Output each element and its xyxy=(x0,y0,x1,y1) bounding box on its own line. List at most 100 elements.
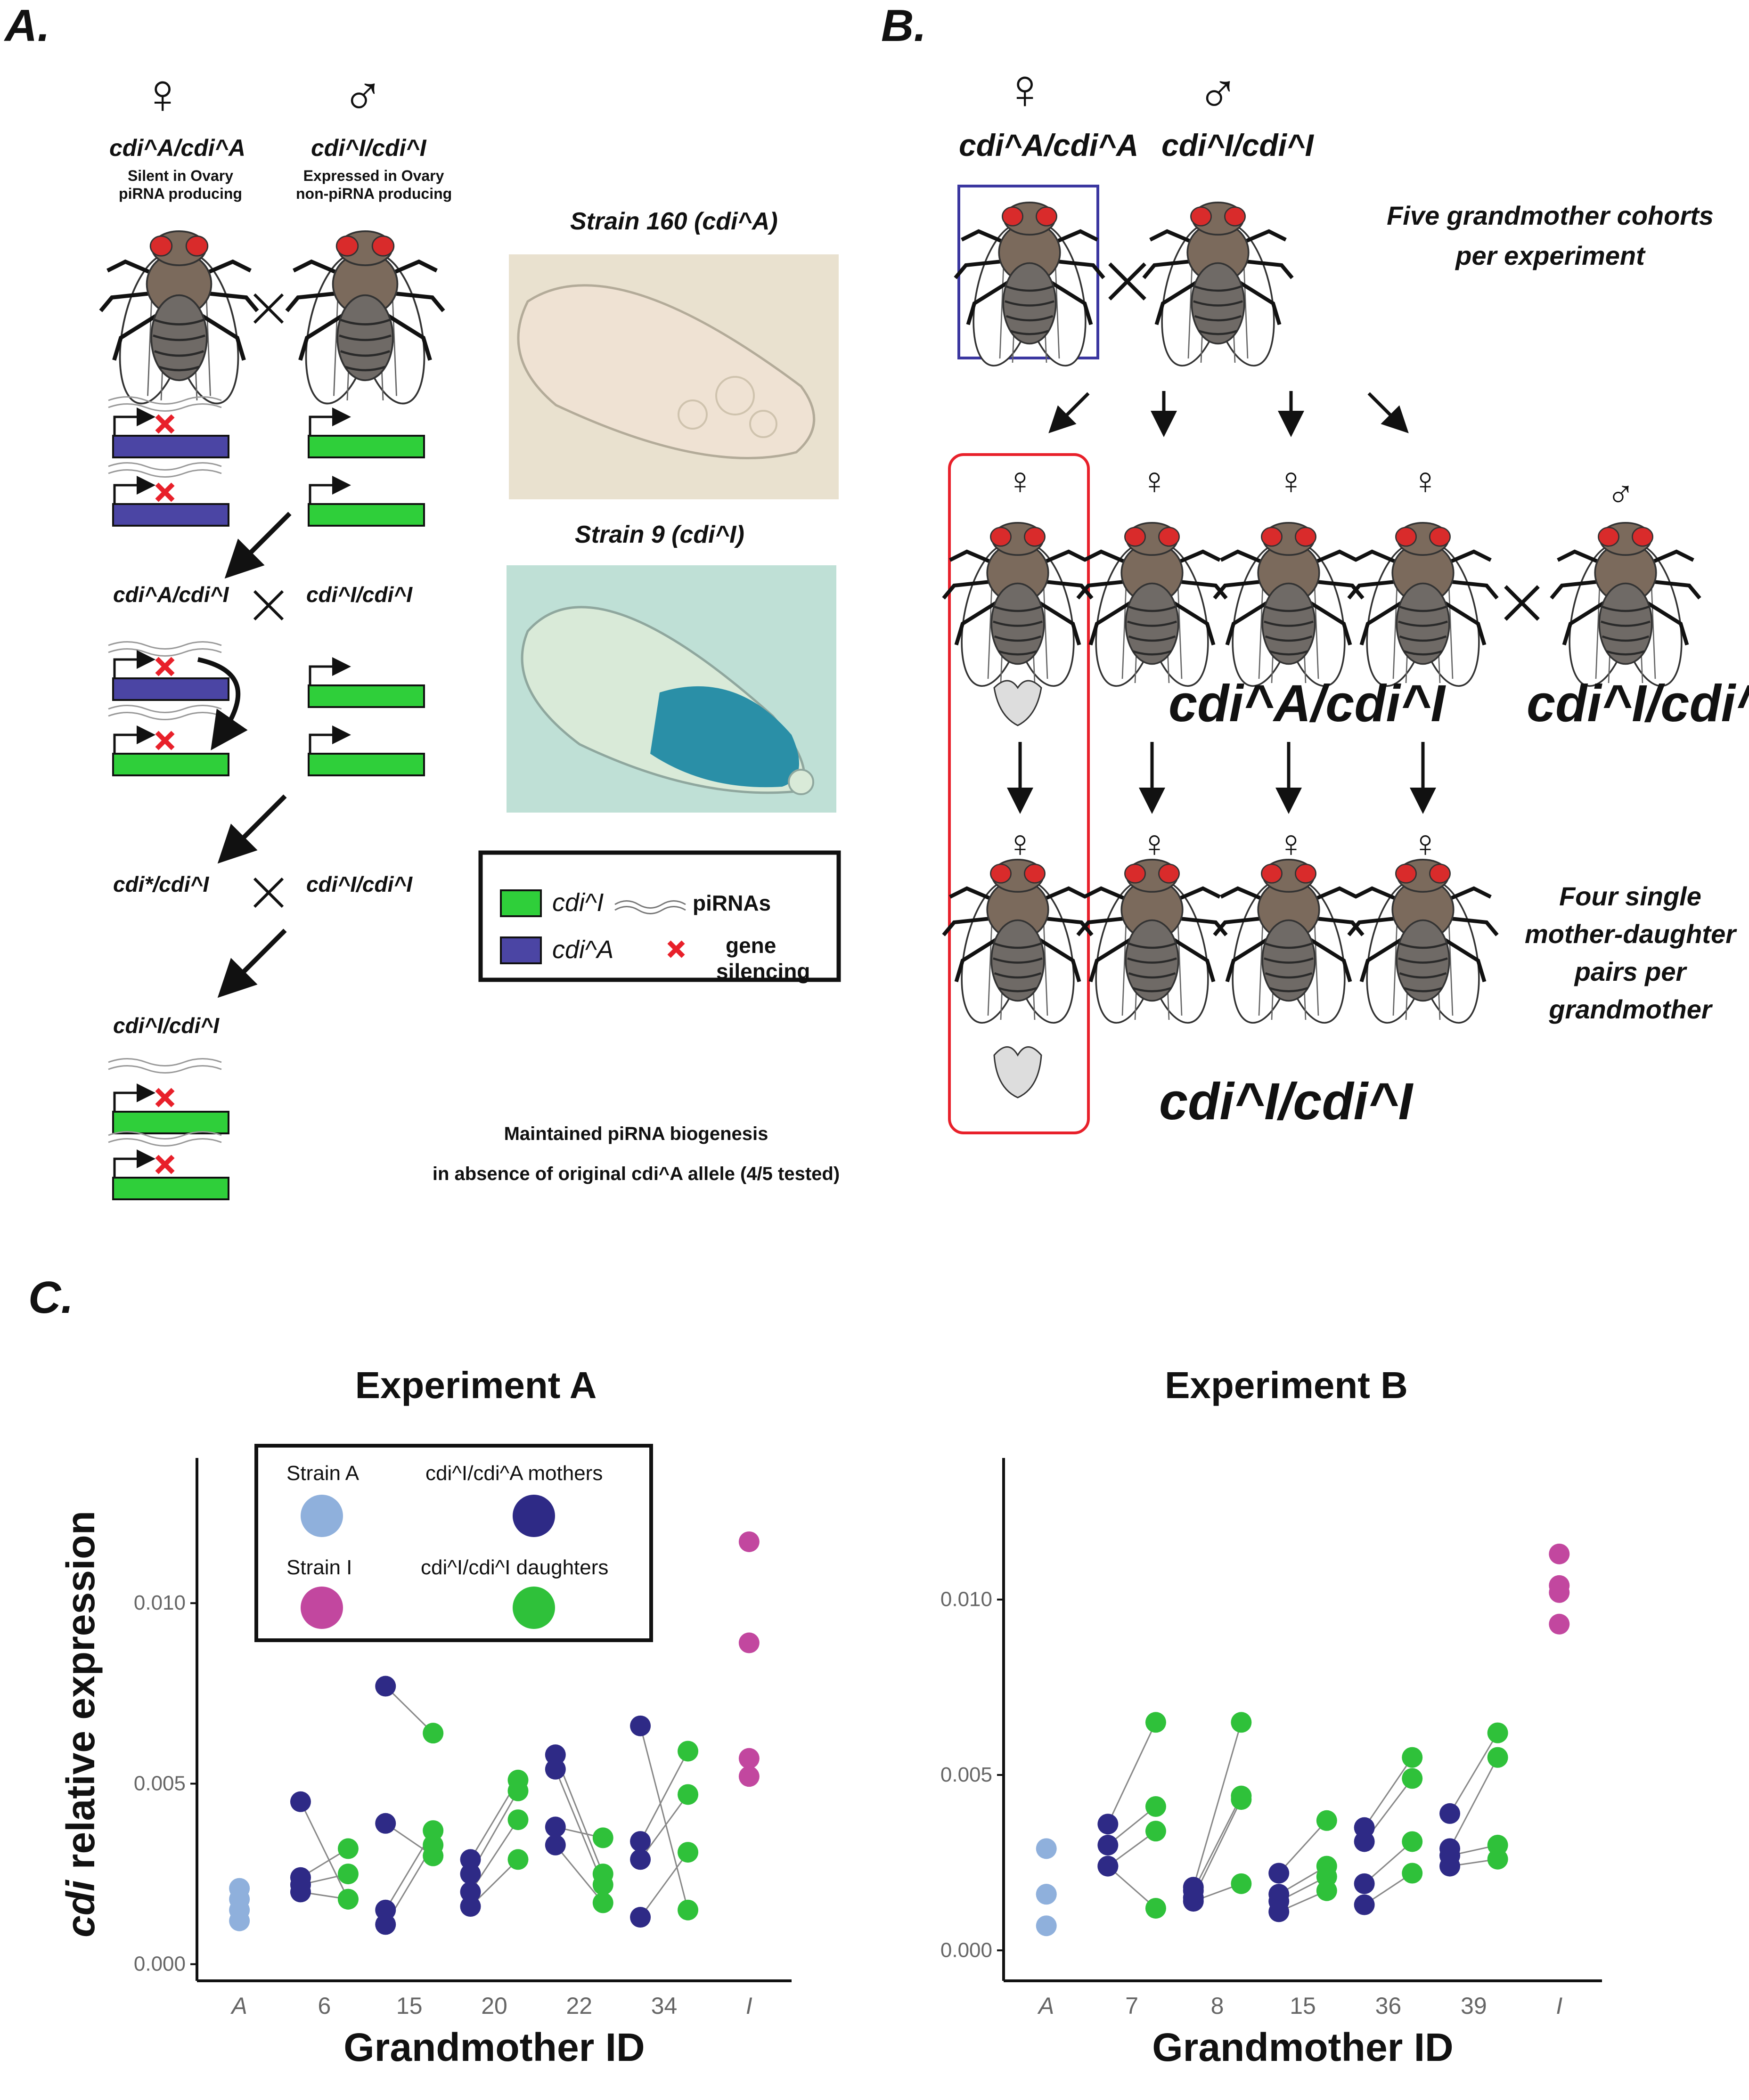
x-tick-label: I xyxy=(746,1993,752,2019)
cross2-left-genotype: cdi*/cdi^I xyxy=(113,872,209,896)
strain-i-point xyxy=(738,1531,760,1552)
b-bottom-genotype: cdi^I/cdi^I xyxy=(1159,1073,1413,1131)
mother-point xyxy=(460,1896,481,1917)
daughter-point xyxy=(1231,1873,1252,1894)
mother-point xyxy=(1097,1856,1119,1877)
x-tick-label: A xyxy=(230,1993,247,2019)
cross2-right-genotype: cdi^I/cdi^I xyxy=(306,872,412,896)
mother-point xyxy=(1097,1834,1119,1856)
pair-link-line xyxy=(1278,1820,1327,1874)
mother-point xyxy=(460,1881,481,1903)
daughter-point xyxy=(1145,1897,1166,1919)
daughter-point xyxy=(592,1892,613,1913)
daughter-point xyxy=(1487,1722,1508,1743)
y-tick-label: 0.005 xyxy=(134,1772,186,1795)
strain-i-point xyxy=(1549,1613,1570,1635)
strain-i-point xyxy=(1549,1543,1570,1564)
b-grandfather-fly-icon xyxy=(1144,203,1292,372)
b-note-top-1: Five grandmother cohorts xyxy=(1387,201,1714,230)
pair-link-line xyxy=(639,1852,689,1918)
pair-link-line xyxy=(639,1750,689,1842)
mother-point xyxy=(1439,1803,1461,1824)
legend-strain-i-label: Strain I xyxy=(286,1556,352,1579)
panel-a-label: A. xyxy=(5,0,50,51)
daughter-point xyxy=(1487,1747,1508,1768)
strain-a-point xyxy=(1036,1884,1057,1905)
mother-point xyxy=(375,1899,396,1921)
y-axis-label: cdi relative expression xyxy=(58,1511,103,1937)
daughter-point xyxy=(507,1780,529,1801)
strain-a-point xyxy=(229,1910,250,1931)
mother-point xyxy=(545,1744,566,1766)
strain-i-point xyxy=(738,1632,760,1653)
y-tick-label: 0.000 xyxy=(940,1938,992,1962)
mother-point xyxy=(460,1849,481,1870)
daughter-point xyxy=(1402,1747,1423,1768)
b-male-genotype: cdi^I/cdi^I xyxy=(1161,128,1314,163)
legend-pirnas-label: piRNAs xyxy=(693,891,771,915)
daughter-point xyxy=(423,1723,444,1744)
mother-point xyxy=(1354,1894,1375,1915)
final-genotype: cdi^I/cdi^I xyxy=(113,1013,219,1038)
mother-point xyxy=(290,1791,311,1812)
caption-line-1: Maintained piRNA biogenesis xyxy=(504,1123,768,1144)
daughter-point xyxy=(1487,1848,1508,1870)
male-symbol: ♂ xyxy=(342,62,384,125)
x-tick-label: 22 xyxy=(566,1993,592,2019)
b-mother-symbol-2: ♀ xyxy=(1140,460,1169,502)
daughter-point xyxy=(1145,1796,1166,1817)
b-mother-symbol-3: ♀ xyxy=(1277,460,1305,502)
legend-mothers-label: cdi^I/cdi^A mothers xyxy=(425,1462,603,1485)
legend-strain-a-label: Strain A xyxy=(286,1462,360,1485)
b-mid-genotype-left: cdi^A/cdi^I xyxy=(1169,675,1445,733)
chart-b-title: Experiment B xyxy=(1165,1364,1408,1406)
x-tick-label: 36 xyxy=(1375,1993,1402,2019)
legend-daughters-dot xyxy=(513,1587,555,1629)
b-mother-symbol-4: ♀ xyxy=(1411,460,1439,502)
daughter-point xyxy=(678,1842,699,1863)
strain-i-point xyxy=(738,1766,760,1787)
daughter-point xyxy=(337,1838,359,1859)
gene-diagram-parents xyxy=(108,396,425,527)
mother-point xyxy=(290,1881,311,1903)
mother-flies-row xyxy=(944,523,1700,692)
pair-link-line xyxy=(1193,1722,1242,1888)
mother-point xyxy=(1268,1901,1290,1922)
daughter-point xyxy=(507,1849,529,1870)
female-note-2: piRNA producing xyxy=(119,185,242,202)
legend-silencing-label-2: silencing xyxy=(716,959,810,984)
y-tick-label: 0.000 xyxy=(134,1953,186,1976)
strain-a-point xyxy=(1036,1838,1057,1859)
b-mid-genotype-right: cdi^I/cdi^I xyxy=(1527,675,1749,733)
mother-point xyxy=(545,1834,566,1856)
mother-point xyxy=(1354,1831,1375,1852)
cross-icon-b1 xyxy=(1108,262,1146,301)
arrows-b-mid xyxy=(1007,742,1436,814)
x-tick-label: 39 xyxy=(1461,1993,1487,2019)
mother-point xyxy=(1268,1863,1290,1884)
daughter-point xyxy=(1145,1821,1166,1842)
mother-point xyxy=(460,1864,481,1885)
b-note-bottom-1: Four single xyxy=(1559,881,1701,911)
b-note-bottom-2: mother-daughter xyxy=(1525,919,1736,949)
daughter-point xyxy=(1402,1831,1423,1852)
mother-point xyxy=(375,1676,396,1697)
female-symbol: ♀ xyxy=(141,62,184,125)
x-axis-label: Grandmother ID xyxy=(1152,2025,1453,2069)
x-axis-label: Grandmother ID xyxy=(343,2025,645,2069)
x-tick-label: 8 xyxy=(1211,1993,1224,2019)
arrow-a1 xyxy=(224,512,292,579)
daughter-point xyxy=(1145,1712,1166,1733)
b-male-symbol: ♂ xyxy=(1197,60,1239,123)
cross1-right-genotype: cdi^I/cdi^I xyxy=(306,582,412,607)
x-tick-label: I xyxy=(1556,1993,1562,2019)
b-daughter-symbol-4: ♀ xyxy=(1411,822,1439,864)
mother-daughter-highlight-box xyxy=(948,453,1090,1134)
panel-c-label: C. xyxy=(28,1272,74,1323)
mother-point xyxy=(545,1816,566,1838)
x-tick-label: 7 xyxy=(1125,1993,1138,2019)
strain-a-point xyxy=(1036,1915,1057,1937)
x-tick-label: 6 xyxy=(318,1993,331,2019)
male-fly-icon xyxy=(287,231,444,410)
pair-link-line xyxy=(1364,1841,1413,1884)
